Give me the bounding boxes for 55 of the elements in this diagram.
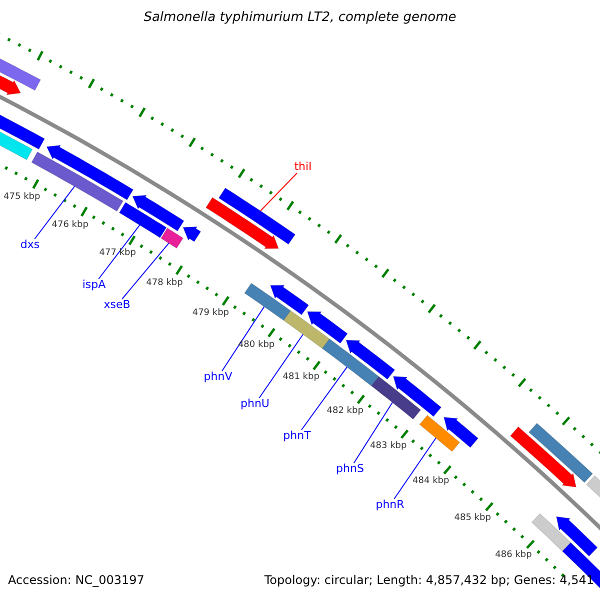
gene-feature (346, 340, 396, 380)
gene-feature (510, 426, 576, 488)
gene-feature (46, 144, 134, 200)
gene-label: dxs (20, 238, 40, 252)
scale-label: 485 kbp (454, 514, 491, 524)
scale-label: 476 kbp (52, 220, 88, 230)
gene-feature (306, 311, 348, 344)
gene-feature (283, 310, 330, 349)
gene-label: phnV (204, 370, 232, 384)
gene-feature (118, 202, 167, 238)
gene-feature (218, 188, 296, 245)
gene-feature (182, 226, 202, 242)
scale-label: 478 kbp (146, 278, 183, 288)
scale-label: 475 kbp (4, 193, 40, 204)
scale-label: 483 kbp (370, 442, 407, 452)
gene-feature (270, 285, 310, 316)
scale-label: 482 kbp (326, 406, 364, 417)
leader-line (258, 334, 304, 398)
leader-line (222, 306, 265, 372)
gene-feature (244, 282, 292, 321)
leader-line (394, 438, 436, 500)
gene-label: ispA (82, 278, 106, 292)
gene-feature (322, 338, 380, 386)
scale-label: 477 kbp (99, 249, 136, 259)
leader-line (98, 224, 140, 280)
gene-feature (531, 513, 572, 552)
scale-label: 484 kbp (412, 477, 450, 488)
gene-feature (556, 516, 598, 557)
gene-feature (205, 197, 279, 249)
accession-text: Accession: NC_003197 (8, 574, 144, 588)
gene-feature (370, 376, 422, 420)
scale-label: 481 kbp (282, 373, 320, 384)
scale-label: 480 kbp (238, 340, 275, 351)
map-title: Salmonella typhimurium LT2, complete genome (144, 10, 456, 26)
gene-feature (132, 194, 184, 232)
gene-label: phnU (240, 398, 270, 410)
gene-feature (528, 422, 594, 483)
gene-label: phnR (376, 498, 404, 512)
scale-label: 486 kbp (495, 551, 532, 561)
gene-label: thiI (294, 160, 312, 174)
gene-feature (562, 542, 600, 591)
gene-feature (160, 228, 184, 249)
gene-label: phnS (336, 462, 364, 476)
gene-feature (419, 414, 460, 452)
leader-line (353, 402, 393, 464)
scale-label: 479 kbp (192, 309, 230, 320)
leader-line (260, 172, 298, 212)
leader-line (300, 366, 348, 430)
leader-line (122, 242, 170, 300)
leader-line (34, 186, 75, 240)
gene-feature (392, 376, 442, 417)
gene-label: xseB (104, 298, 130, 312)
gene-label: phnT (283, 430, 311, 442)
genome-info-text: Topology: circular; Length: 4,857,432 bp; Genes: 4,541 (264, 574, 594, 588)
gene-feature (444, 416, 479, 448)
